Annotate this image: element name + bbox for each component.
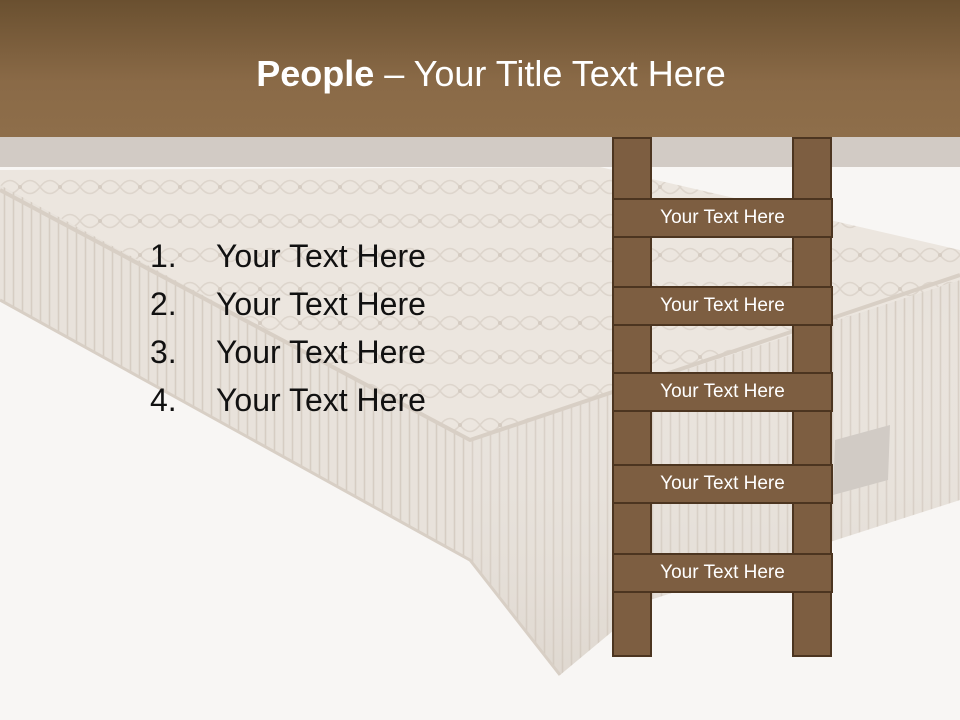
list-item-text: Your Text Here — [216, 285, 426, 322]
ladder-rung-5[interactable]: Your Text Here — [612, 553, 833, 593]
numbered-list[interactable]: 1. Your Text Here 2. Your Text Here 3. Y… — [150, 232, 426, 424]
title-bold-part: People — [256, 53, 375, 94]
ladder-rung-1[interactable]: Your Text Here — [612, 198, 833, 238]
title-bar — [0, 0, 960, 137]
title-rest-part: – Your Title Text Here — [374, 53, 726, 94]
list-item-number: 4. — [150, 381, 177, 418]
list-item-number: 2. — [150, 285, 177, 322]
list-item: 3. Your Text Here — [150, 328, 426, 376]
ladder-rung-2[interactable]: Your Text Here — [612, 286, 833, 326]
list-item-text: Your Text Here — [216, 333, 426, 370]
slide-title[interactable]: People – Your Title Text Here — [0, 50, 960, 98]
ladder-rung-4[interactable]: Your Text Here — [612, 464, 833, 504]
list-item-number: 3. — [150, 333, 177, 370]
ladder-rung-3[interactable]: Your Text Here — [612, 372, 833, 412]
list-item-text: Your Text Here — [216, 381, 426, 418]
list-item: 4. Your Text Here — [150, 376, 426, 424]
list-item: 1. Your Text Here — [150, 232, 426, 280]
list-item-text: Your Text Here — [216, 237, 426, 274]
list-item-number: 1. — [150, 237, 177, 274]
list-item: 2. Your Text Here — [150, 280, 426, 328]
